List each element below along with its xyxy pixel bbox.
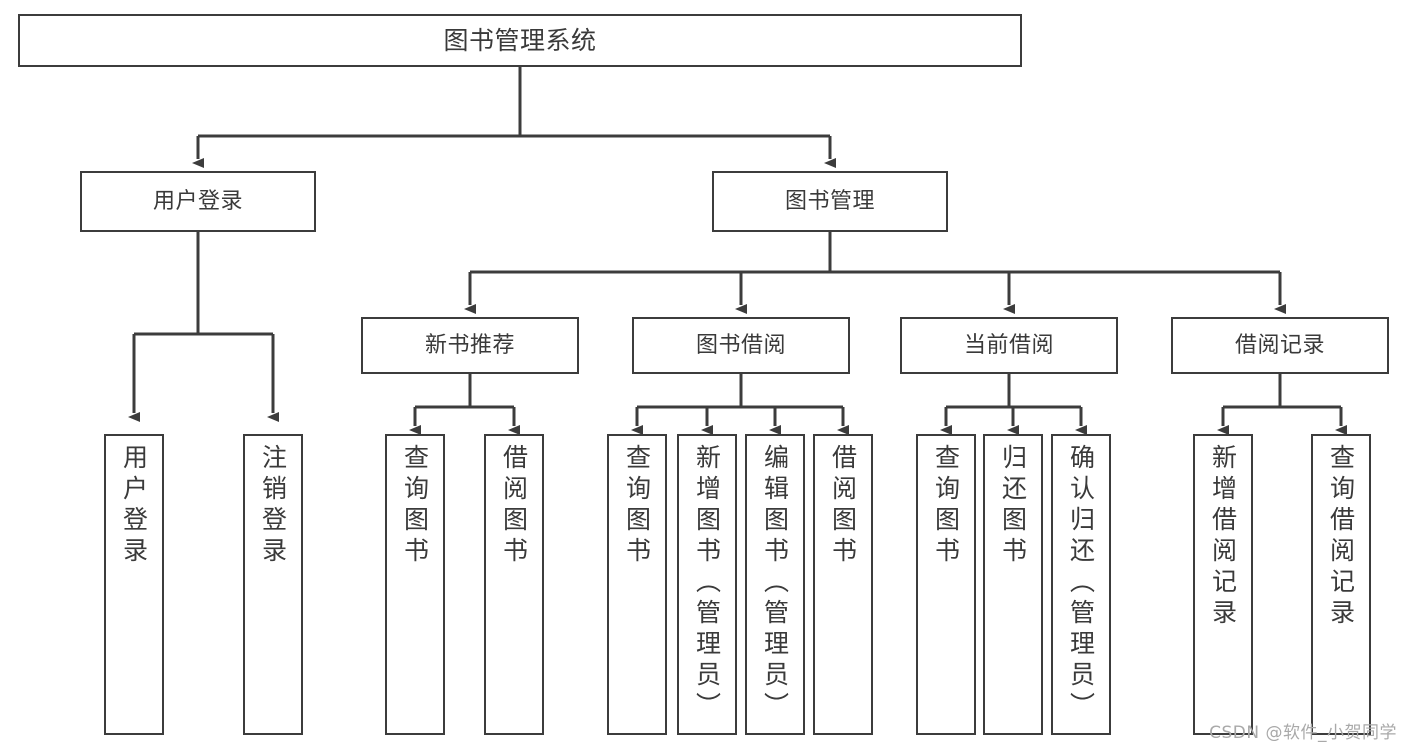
node-user-login[interactable]: 用户登录 [80, 171, 316, 232]
node-leaf-query-book-2-label: 查询图书 [622, 444, 652, 568]
node-book-borrow[interactable]: 图书借阅 [632, 317, 850, 374]
node-new-book-recommend[interactable]: 新书推荐 [361, 317, 579, 374]
node-book-manage-label: 图书管理 [784, 188, 875, 214]
node-leaf-query-book-3-label: 查询图书 [931, 444, 961, 568]
node-leaf-add-record-label: 新增借阅记录 [1208, 444, 1238, 630]
node-leaf-confirm-return[interactable]: 确认归还（管理员） [1051, 434, 1111, 735]
node-leaf-add-book-label: 新增图书（管理员） [692, 444, 722, 723]
node-leaf-borrow-book-1[interactable]: 借阅图书 [484, 434, 544, 735]
node-leaf-borrow-book-2-label: 借阅图书 [828, 444, 858, 568]
node-book-borrow-label: 图书借阅 [695, 332, 786, 358]
node-root-label: 图书管理系统 [443, 25, 597, 55]
node-current-borrow[interactable]: 当前借阅 [900, 317, 1118, 374]
node-leaf-edit-book-label: 编辑图书（管理员） [760, 444, 790, 723]
node-borrow-record[interactable]: 借阅记录 [1171, 317, 1389, 374]
node-book-manage[interactable]: 图书管理 [712, 171, 948, 232]
node-leaf-query-book-1-label: 查询图书 [400, 444, 430, 568]
node-leaf-return-book-label: 归还图书 [998, 444, 1028, 568]
node-leaf-query-record[interactable]: 查询借阅记录 [1311, 434, 1371, 735]
node-leaf-logout-label: 注销登录 [258, 444, 288, 568]
node-leaf-user-login-label: 用户登录 [119, 444, 149, 568]
node-leaf-user-login[interactable]: 用户登录 [104, 434, 164, 735]
node-leaf-logout[interactable]: 注销登录 [243, 434, 303, 735]
node-leaf-query-book-2[interactable]: 查询图书 [607, 434, 667, 735]
node-leaf-add-record[interactable]: 新增借阅记录 [1193, 434, 1253, 735]
node-root[interactable]: 图书管理系统 [18, 14, 1022, 67]
node-leaf-borrow-book-2[interactable]: 借阅图书 [813, 434, 873, 735]
node-current-borrow-label: 当前借阅 [963, 332, 1054, 358]
node-user-login-label: 用户登录 [152, 188, 243, 214]
node-borrow-record-label: 借阅记录 [1234, 332, 1325, 358]
node-new-book-recommend-label: 新书推荐 [424, 332, 515, 358]
csdn-watermark: CSDN @软件_小贺同学 [1209, 723, 1397, 743]
node-leaf-return-book[interactable]: 归还图书 [983, 434, 1043, 735]
node-leaf-add-book[interactable]: 新增图书（管理员） [677, 434, 737, 735]
node-leaf-query-book-3[interactable]: 查询图书 [916, 434, 976, 735]
node-leaf-confirm-return-label: 确认归还（管理员） [1066, 444, 1096, 723]
node-leaf-edit-book[interactable]: 编辑图书（管理员） [745, 434, 805, 735]
node-leaf-borrow-book-1-label: 借阅图书 [499, 444, 529, 568]
node-leaf-query-book-1[interactable]: 查询图书 [385, 434, 445, 735]
node-leaf-query-record-label: 查询借阅记录 [1326, 444, 1356, 630]
